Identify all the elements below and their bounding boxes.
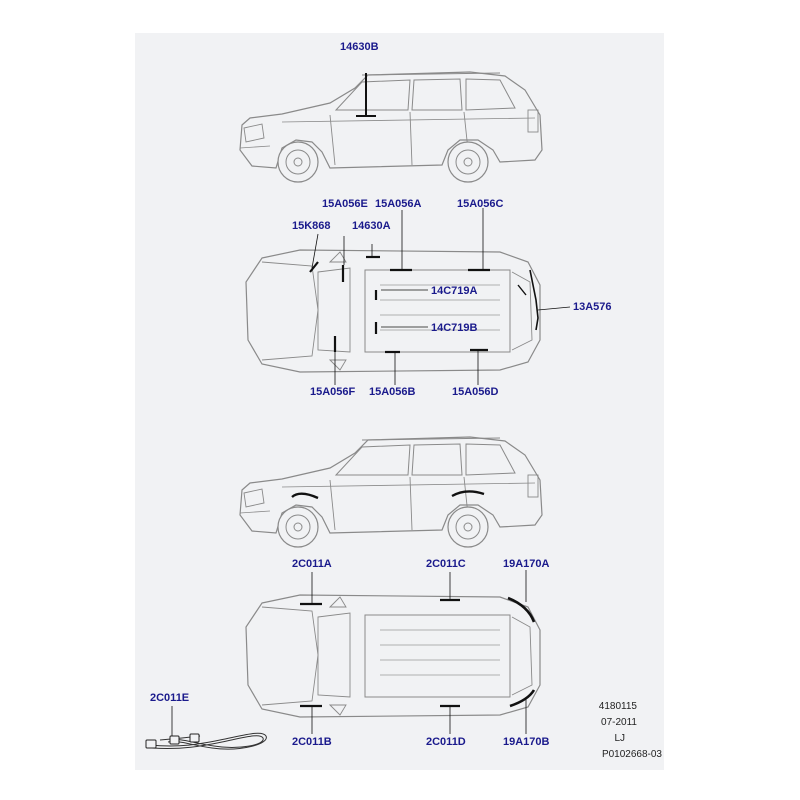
label-14630B: 14630B — [340, 41, 379, 53]
label-19A170B: 19A170B — [503, 736, 550, 748]
drawing-date: 07-2011 — [601, 717, 637, 728]
label-2C011D: 2C011D — [426, 736, 466, 748]
leader-lines-top-view-2 — [311, 570, 527, 734]
parts-top-view-2 — [300, 596, 536, 708]
label-15A056A: 15A056A — [375, 198, 422, 210]
leader-lines-top-view-1 — [311, 208, 571, 385]
label-15A056D: 15A056D — [452, 386, 499, 398]
label-2C011C: 2C011C — [426, 558, 466, 570]
car-side-view-2 — [239, 436, 543, 548]
label-15A056B: 15A056B — [369, 386, 416, 398]
wheel-arch-liners — [291, 490, 485, 500]
drawing-initials: LJ — [614, 733, 625, 744]
label-15A056F: 15A056F — [310, 386, 356, 398]
label-15K868: 15K868 — [292, 220, 331, 232]
label-14C719B: 14C719B — [431, 322, 478, 334]
harness-2c011e — [149, 732, 267, 750]
car-top-view-2 — [245, 594, 541, 718]
drawing-number: 4180115 — [598, 701, 637, 712]
label-2C011A: 2C011A — [292, 558, 332, 570]
harness-connectors — [145, 733, 200, 749]
part-14630B — [356, 73, 376, 117]
label-2C011E: 2C011E — [150, 692, 190, 704]
label-13A576: 13A576 — [573, 301, 612, 313]
car-top-view-1 — [245, 249, 541, 373]
label-19A170A: 19A170A — [503, 558, 550, 570]
label-15A056E: 15A056E — [322, 198, 368, 210]
parts-top-view-1 — [309, 255, 539, 354]
label-15A056C: 15A056C — [457, 198, 504, 210]
diagram-sheet — [135, 33, 664, 770]
label-2C011B: 2C011B — [292, 736, 332, 748]
label-14C719A: 14C719A — [431, 285, 478, 297]
label-14630A: 14630A — [352, 220, 391, 232]
car-side-view-1 — [239, 71, 543, 183]
drawing-reference: P0102668-03 — [601, 749, 662, 760]
